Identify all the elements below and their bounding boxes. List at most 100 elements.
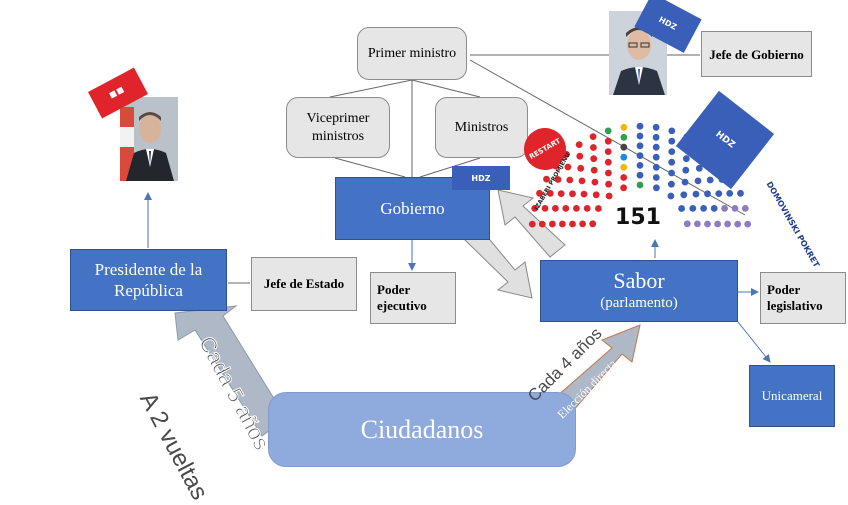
parliament-seat [667, 192, 675, 200]
parliament-seat [682, 155, 690, 163]
sabor-sublabel: (parlamento) [600, 295, 678, 311]
parliament-seat [605, 169, 612, 177]
parliament-seat [695, 164, 703, 172]
parliament-seat [710, 205, 718, 212]
parliament-seat [528, 220, 536, 228]
gobierno-label: Gobierno [380, 198, 445, 218]
parliament-seat [564, 163, 572, 171]
parliament-seat [576, 152, 584, 160]
presidente-label: Presidente de la República [94, 260, 203, 300]
parliament-seat [590, 166, 598, 174]
parliament-seat [589, 133, 597, 141]
parliament-seat [569, 220, 576, 228]
sdp-logo-icon [109, 86, 125, 99]
parliament-seat [683, 220, 691, 228]
parliament-seat [566, 176, 574, 184]
parliament-seat [620, 163, 628, 171]
parliament-seat [580, 190, 588, 198]
parliament-seat [668, 127, 676, 135]
parliament-seat [590, 144, 597, 151]
jefe-gobierno-label: Jefe de Gobierno [709, 46, 804, 62]
parliament-seat [604, 148, 612, 156]
poder-ejecutivo-label: Poder ejecutivo [377, 282, 427, 313]
parliament-seat [578, 177, 586, 185]
parliament-seat [694, 177, 702, 185]
president-portrait-icon [120, 97, 178, 181]
parliament-seat [590, 155, 598, 163]
parliament-seat [620, 174, 628, 181]
parliament-seat [668, 158, 676, 166]
primer-ministro-label: Primer ministro [367, 46, 457, 61]
parliament-seat [636, 171, 644, 179]
parliament-seat [706, 176, 714, 184]
hdz-flag-parliament-text: HDZ [713, 129, 737, 151]
parliament-seat [636, 142, 644, 150]
parliament-seat [636, 122, 644, 130]
parliament-seat [554, 176, 562, 183]
ministros-box: Ministros [435, 97, 528, 158]
parliament-seat [579, 220, 586, 228]
parliament-seat [620, 184, 627, 192]
parliament-seat [589, 220, 597, 228]
parliament-seat [541, 205, 549, 212]
parliament-seat [652, 123, 660, 131]
parliament-seat [636, 152, 644, 160]
seat-total: 151 [608, 200, 668, 234]
parliament-seat [652, 174, 660, 181]
parliament-seat [653, 184, 660, 192]
parliament-seat [577, 164, 585, 172]
parliament-seat [604, 127, 612, 135]
parliament-seat [689, 205, 697, 212]
parliament-seat [605, 180, 612, 188]
parliament-seat [652, 133, 660, 141]
president-photo [120, 97, 178, 181]
jefe-estado-box: Jefe de Estado [251, 257, 357, 311]
line-pm-vice [329, 79, 413, 98]
parliament-seat [604, 158, 612, 166]
parliament-seat [620, 123, 628, 131]
parliament-seat [734, 220, 742, 228]
ministros-label: Ministros [454, 119, 509, 135]
parliament-seat [538, 220, 546, 228]
poder-legislativo-box: Poder legislativo [760, 272, 846, 324]
parliament-seat [668, 137, 676, 145]
parliament-seat [636, 132, 644, 140]
parliament-seat [636, 162, 644, 169]
parliament-seat [741, 205, 749, 212]
hdz-flag-text: HDZ [471, 173, 491, 183]
parliament-seat [575, 141, 583, 149]
parliament-seat [682, 166, 690, 174]
sabor-label: Sabor [613, 268, 665, 293]
parliament-seat [652, 143, 660, 151]
parliament-seat [531, 205, 539, 212]
parliament-seat [595, 205, 602, 212]
parliament-seat [692, 190, 700, 198]
parliament-seat [536, 189, 543, 197]
parliament-seat [562, 205, 570, 212]
parliament-seat [724, 220, 731, 228]
line-sabor-pm [469, 59, 746, 216]
hdz-flag-gobierno: HDZ [452, 166, 510, 190]
parliament-seat [704, 190, 711, 198]
poder-legislativo-label: Poder legislativo [767, 282, 823, 313]
parliament-seat [620, 153, 628, 161]
unicameral-box: Unicameral [749, 365, 835, 427]
parliament-seat [604, 137, 612, 145]
parliament-seat [583, 205, 591, 212]
viceprimer-ministros-box: Viceprimer ministros [286, 97, 390, 158]
parliament-seat [605, 192, 613, 200]
jefe-estado-label: Jefe de Estado [263, 276, 345, 291]
parliament-seat [552, 205, 559, 212]
sabor-box: Sabor (parlamento) [540, 260, 738, 322]
parliament-seat [744, 220, 752, 228]
parliament-seat [543, 175, 550, 183]
line-vice-gobierno [334, 157, 406, 178]
parliament-seat [591, 178, 599, 186]
parliament-seat [559, 220, 566, 228]
ciudadanos-box: Ciudadanos [268, 392, 576, 467]
parliament-seat [681, 178, 689, 186]
parliament-seat [652, 163, 660, 171]
parliament-seat [557, 190, 565, 198]
line-ministros-gobierno [419, 157, 481, 178]
line-pm-ministros [411, 79, 481, 98]
